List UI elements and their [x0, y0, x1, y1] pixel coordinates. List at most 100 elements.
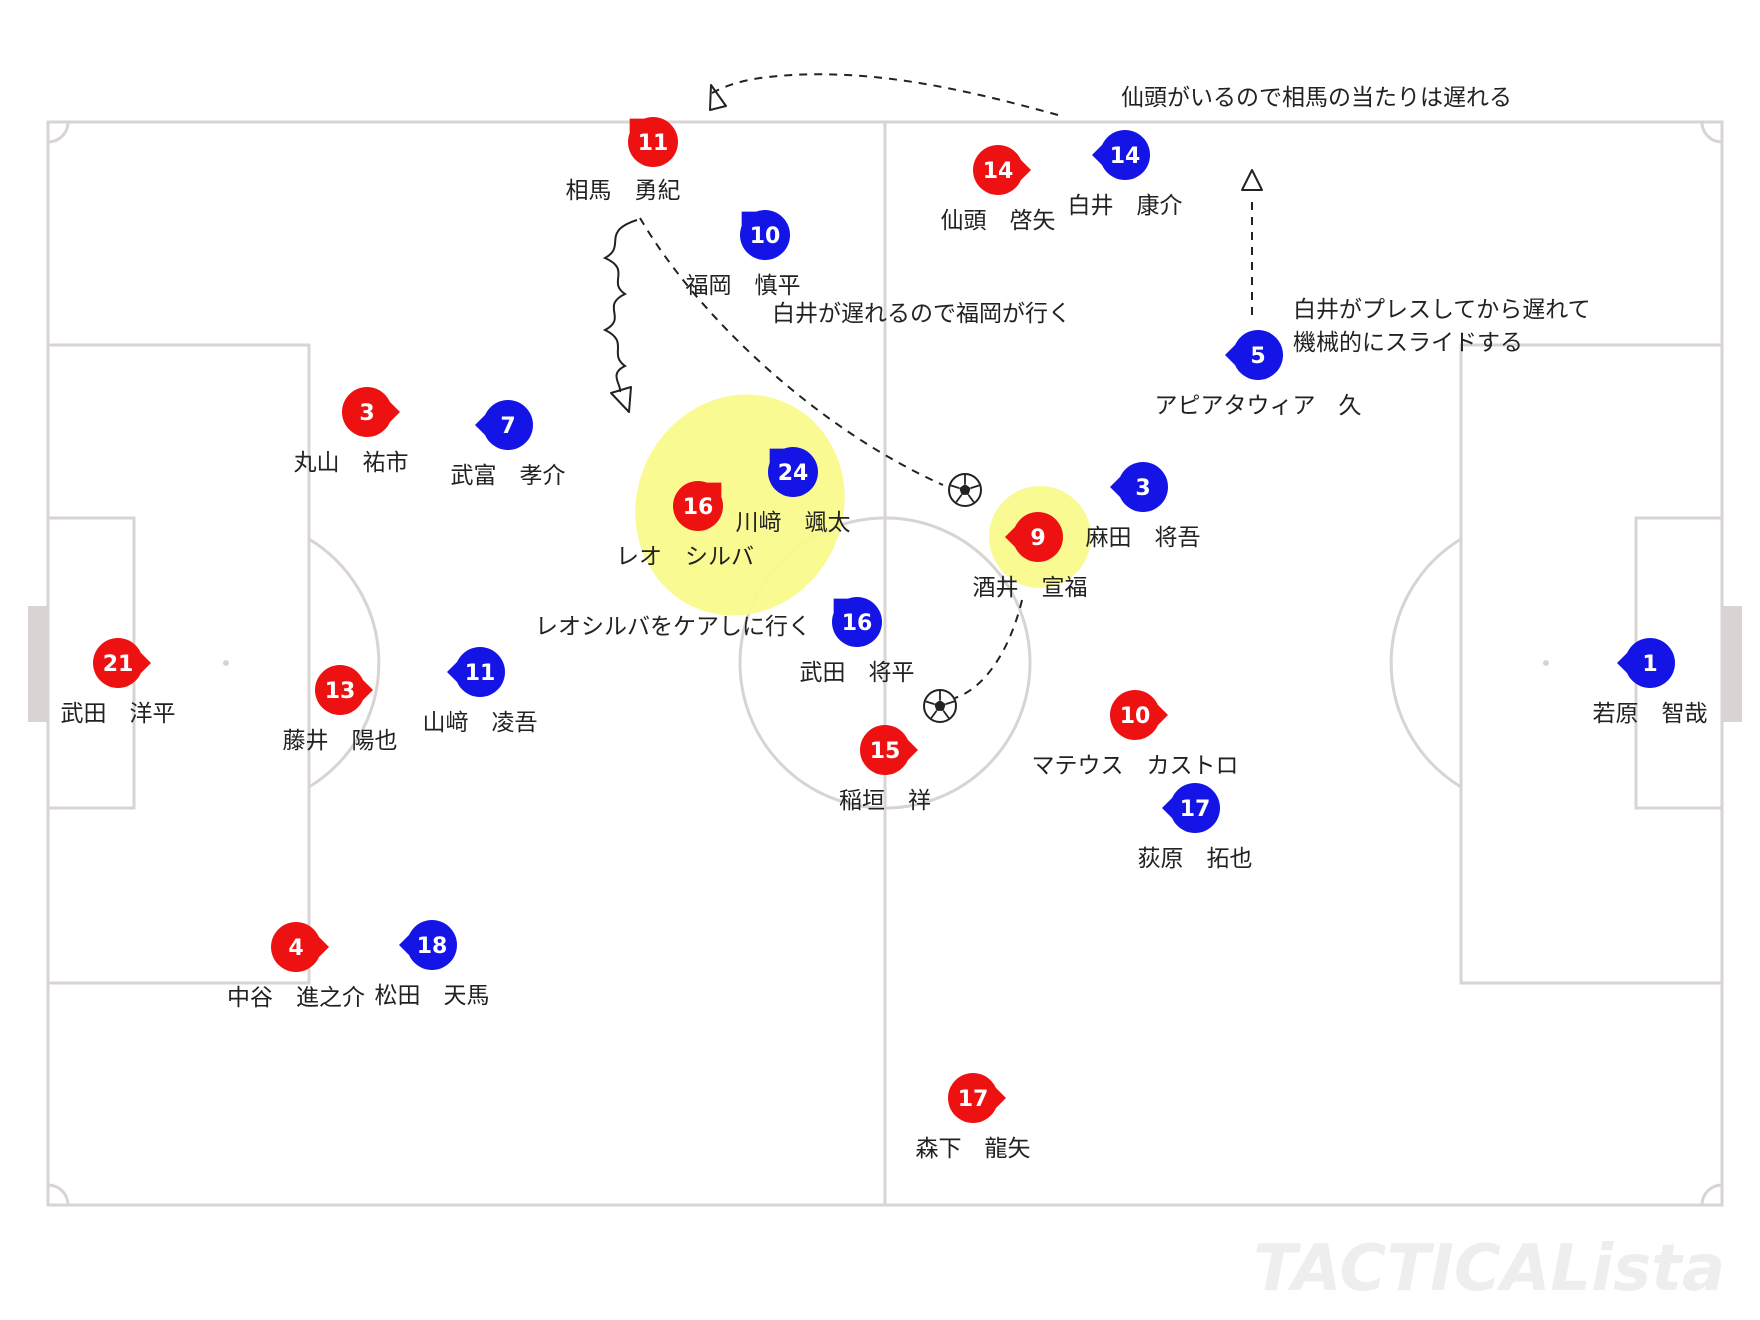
facing-arrow-icon [996, 1088, 1006, 1108]
blue-player: 7 武富 孝介 [451, 400, 566, 489]
red-player: 4中谷 進之介 [227, 922, 365, 1011]
facing-arrow-icon [447, 662, 457, 682]
player-name: アピアタウィア 久 [1155, 393, 1362, 419]
arrow-soma-dribble [602, 219, 638, 393]
blue-player: 16 武田 将平 [800, 597, 915, 686]
arrowhead-soma-press [709, 84, 727, 111]
right-penalty-arc [1389, 537, 1462, 789]
ball-icon [948, 473, 982, 507]
red-player: 10 マテウス カストロ [1032, 690, 1239, 779]
arrow-pass-to-15 [954, 599, 1023, 699]
facing-arrow-icon [1092, 145, 1102, 165]
player-number: 17 [1180, 797, 1211, 822]
player-name: 武富 孝介 [451, 463, 566, 489]
player-name: 酒井 宣福 [973, 575, 1088, 601]
player-number: 18 [417, 934, 448, 959]
left-goal [28, 606, 48, 722]
note-leo: レオシルバをケアしに行く [535, 614, 811, 640]
player-marker [342, 387, 392, 437]
ball-icon [923, 689, 957, 723]
facing-arrow-icon [908, 740, 918, 760]
facing-arrow-icon [1110, 477, 1120, 497]
arrows [602, 73, 1263, 699]
arrow-fukuoka-pass [639, 217, 944, 486]
blue-player: 24 川﨑 颯太 [736, 447, 851, 536]
red-player: 14 仙頭 啓矢 [941, 145, 1056, 234]
player-marker [768, 447, 818, 497]
facing-arrow-icon [141, 653, 151, 673]
red-player: 3 丸山 祐市 [294, 387, 409, 476]
annotations: 仙頭がいるので相馬の当たりは遅れる 白井が遅れるので福岡が行く 白井がプレスして… [535, 85, 1591, 640]
blue-player: 18 松田 天馬 [375, 920, 490, 1009]
player-name: 相馬 勇紀 [566, 178, 681, 204]
facing-arrow-icon [363, 680, 373, 700]
player-number: 17 [958, 1087, 989, 1112]
right-goal [1722, 606, 1742, 722]
player-number: 5 [1250, 344, 1265, 369]
left-penalty-area [46, 343, 311, 985]
note-shirai-line1: 白井がプレスしてから遅れて [1293, 297, 1591, 323]
player-number: 3 [359, 401, 374, 426]
player-marker [455, 647, 505, 697]
player-marker [948, 1073, 998, 1123]
note-shirai-line2: 機械的にスライドする [1293, 330, 1523, 356]
watermark: TACTICALista [1253, 1232, 1725, 1306]
player-marker [93, 638, 143, 688]
player-number: 1 [1642, 652, 1657, 677]
facing-arrow-icon [1158, 705, 1168, 725]
player-name: 丸山 祐市 [294, 450, 409, 476]
player-number: 16 [842, 611, 873, 636]
blue-player: 5 アピアタウィア 久 [1155, 330, 1362, 419]
red-player: 17 森下 龍矢 [916, 1073, 1031, 1162]
player-number: 9 [1030, 526, 1045, 551]
player-number: 10 [1120, 704, 1151, 729]
facing-arrow-icon [1225, 345, 1235, 365]
player-number: 16 [683, 495, 714, 520]
player-name: 福岡 慎平 [686, 273, 801, 299]
player-marker [1013, 512, 1063, 562]
player-name: 武田 将平 [800, 660, 915, 686]
player-name: 武田 洋平 [61, 701, 176, 727]
blue-player: 3麻田 将吾 [1086, 462, 1201, 551]
facing-arrow-icon [1617, 653, 1627, 673]
player-number: 10 [750, 224, 781, 249]
center-circle [738, 516, 1032, 810]
note-fukuoka: 白井が遅れるので福岡が行く [772, 301, 1071, 327]
player-marker [1110, 690, 1160, 740]
facing-arrow-icon [390, 402, 400, 422]
player-name: 荻原 拓也 [1138, 846, 1253, 872]
player-marker [740, 210, 790, 260]
player-name: 松田 天馬 [375, 983, 490, 1009]
player-number: 14 [1110, 144, 1141, 169]
player-number: 3 [1135, 476, 1150, 501]
player-number: 13 [325, 679, 356, 704]
facing-arrow-icon [319, 937, 329, 957]
player-marker [973, 145, 1023, 195]
pitch-fixtures [28, 606, 1742, 722]
right-penalty-area [1459, 343, 1724, 985]
player-name: 森下 龍矢 [916, 1136, 1031, 1162]
player-name: 仙頭 啓矢 [941, 208, 1056, 234]
player-marker [315, 665, 365, 715]
facing-arrow-icon [1021, 160, 1031, 180]
player-marker [860, 725, 910, 775]
player-number: 14 [983, 159, 1014, 184]
player-name: 川﨑 颯太 [736, 510, 851, 536]
player-name: 白井 康介 [1068, 193, 1183, 219]
blue-player: 10 福岡 慎平 [686, 210, 801, 299]
corner-arc-top-right [1700, 121, 1723, 144]
player-marker [1118, 462, 1168, 512]
facing-arrow-icon [1005, 527, 1015, 547]
arrow-soma-press [711, 73, 1059, 116]
player-name: 藤井 陽也 [283, 728, 398, 754]
player-name: マテウス カストロ [1032, 753, 1239, 779]
player-number: 24 [778, 461, 809, 486]
player-marker [1233, 330, 1283, 380]
facing-arrow-icon [1162, 798, 1172, 818]
player-number: 7 [500, 414, 515, 439]
